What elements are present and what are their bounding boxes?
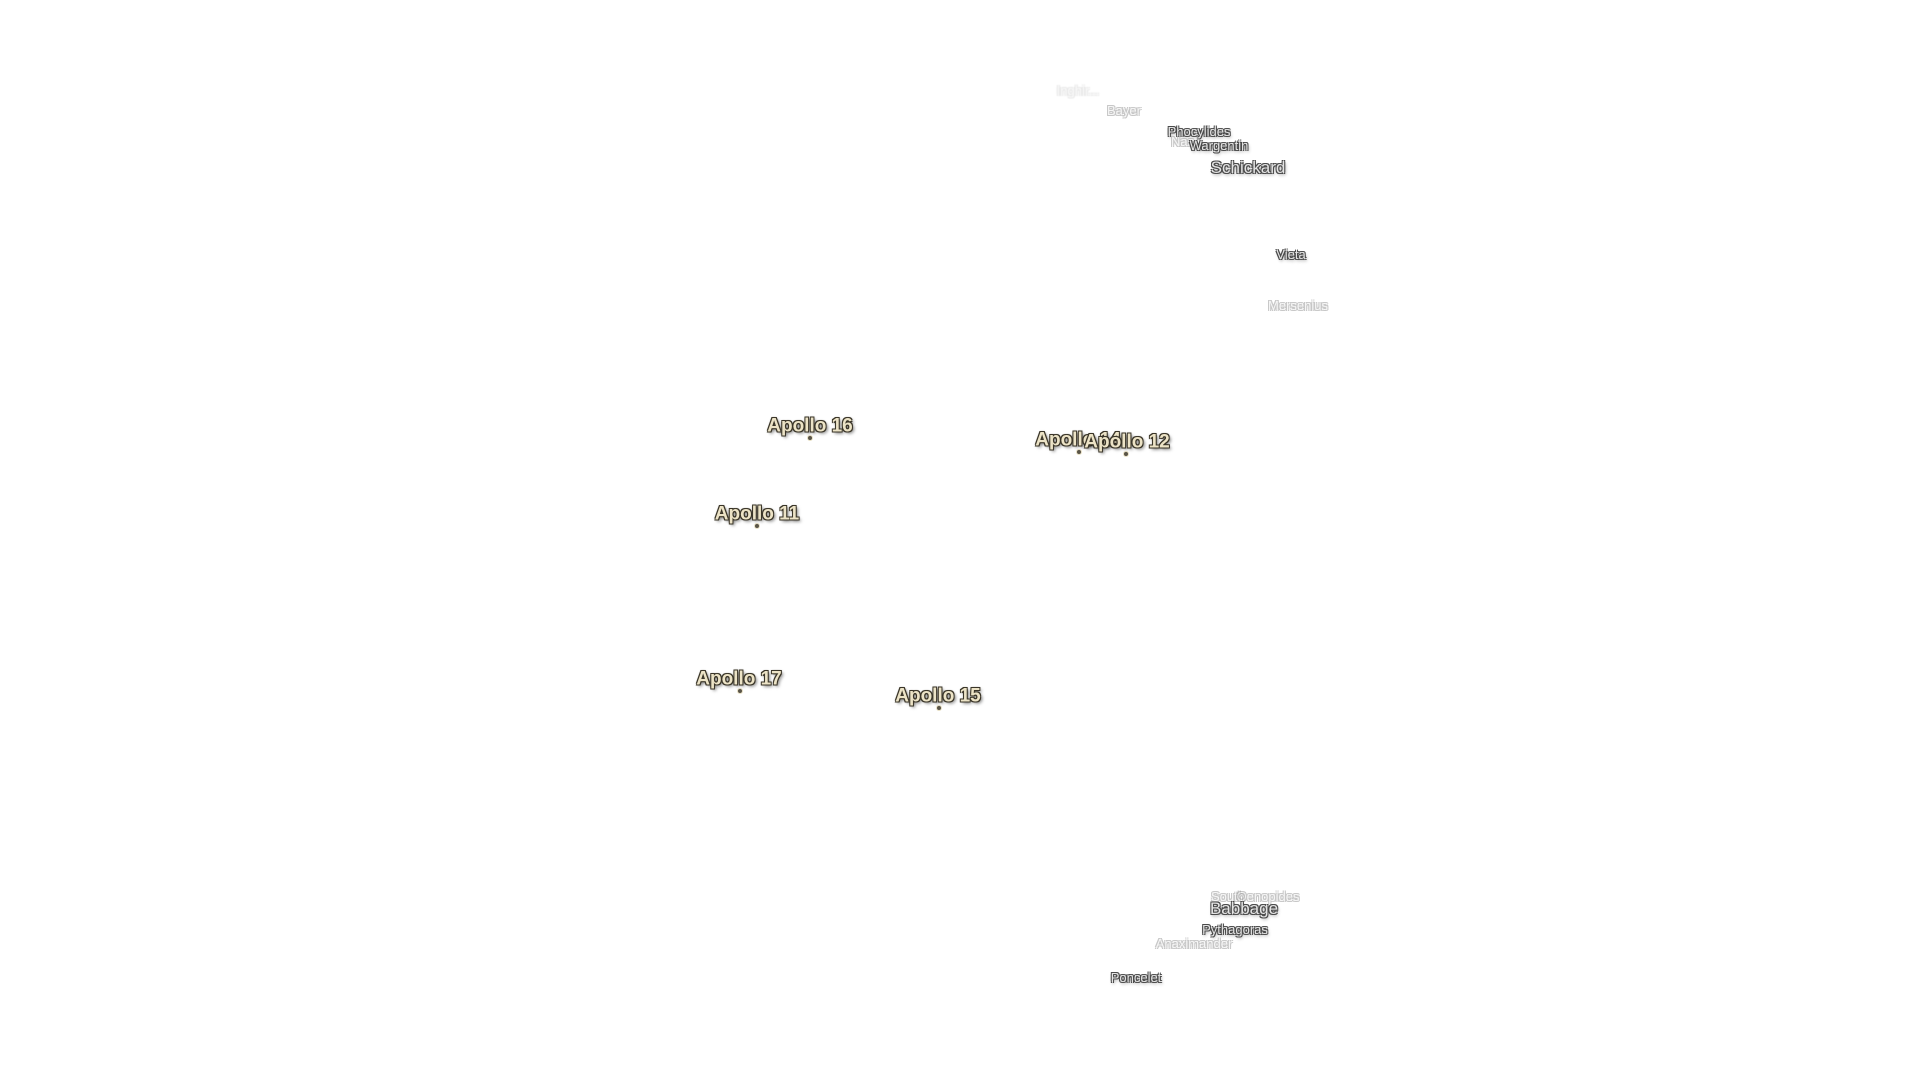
crater-bayer-label[interactable]: Bayer [1107,103,1141,119]
crater-nasmyth-label-text: Nas... [1171,134,1205,149]
crater-schickard-label[interactable]: Schickard [1211,159,1286,177]
apollo-17-label-text: Apollo 17 [696,668,782,690]
crater-bayer-label-text: Bayer [1107,103,1141,118]
crater-schickard-label-text: Schickard [1210,158,1286,177]
apollo-16-label[interactable]: Apollo 16 [767,417,853,436]
crater-oenopides-label[interactable]: Oenopides [1237,889,1300,905]
crater-nasmyth-label[interactable]: Nas... [1171,134,1205,150]
crater-inghirami-label-text: Inghir... [1056,83,1100,98]
crater-mersenius-label-text: Mersenius [1268,298,1328,313]
apollo-11-label[interactable]: Apollo 11 [715,505,799,524]
apollo-16-marker[interactable] [807,435,813,441]
crater-pythagoras-label-text: Pythagoras [1202,922,1268,937]
apollo-15-marker[interactable] [936,705,942,711]
apollo-17-label[interactable]: Apollo 17 [696,670,782,689]
crater-wargentin-label[interactable]: Wargentin [1190,138,1249,154]
apollo-17-marker[interactable] [737,688,743,694]
crater-anaximander-label-text: Anaximander [1155,936,1233,951]
crater-phocylides-label[interactable]: Phocylides [1168,124,1231,140]
crater-poncelet-label[interactable]: Poncelet [1111,970,1162,986]
crater-babbage-label[interactable]: Babbage [1210,900,1278,918]
crater-south-label[interactable]: South [1211,889,1245,905]
apollo-15-label[interactable]: Apollo 15 [895,687,981,706]
crater-mersenius-label[interactable]: Mersenius [1268,298,1328,314]
apollo-14-label[interactable]: Apollo 14 [1035,431,1121,450]
apollo-12-label[interactable]: Apollo 12 [1084,433,1170,452]
apollo-14-marker[interactable] [1076,449,1082,455]
apollo-12-marker[interactable] [1123,451,1129,457]
apollo-14-label-text: Apollo 14 [1035,429,1121,451]
apollo-11-label-text: Apollo 11 [714,503,800,525]
crater-pythagoras-label[interactable]: Pythagoras [1202,922,1268,938]
crater-vieta-label[interactable]: Vieta [1276,247,1305,263]
crater-south-label-text: South [1211,889,1245,904]
crater-oenopides-label-text: Oenopides [1236,889,1300,904]
crater-vieta-label-text: Vieta [1276,247,1306,262]
crater-phocylides-label-text: Phocylides [1167,124,1231,139]
apollo-16-label-text: Apollo 16 [767,415,853,437]
crater-babbage-label-text: Babbage [1209,899,1279,918]
apollo-12-label-text: Apollo 12 [1084,431,1170,453]
crater-inghirami-label[interactable]: Inghir... [1057,83,1100,99]
crater-poncelet-label-text: Poncelet [1110,970,1162,985]
crater-anaximander-label[interactable]: Anaximander [1156,936,1233,952]
apollo-11-marker[interactable] [754,523,760,529]
crater-wargentin-label-text: Wargentin [1189,138,1249,153]
apollo-15-label-text: Apollo 15 [895,685,981,707]
